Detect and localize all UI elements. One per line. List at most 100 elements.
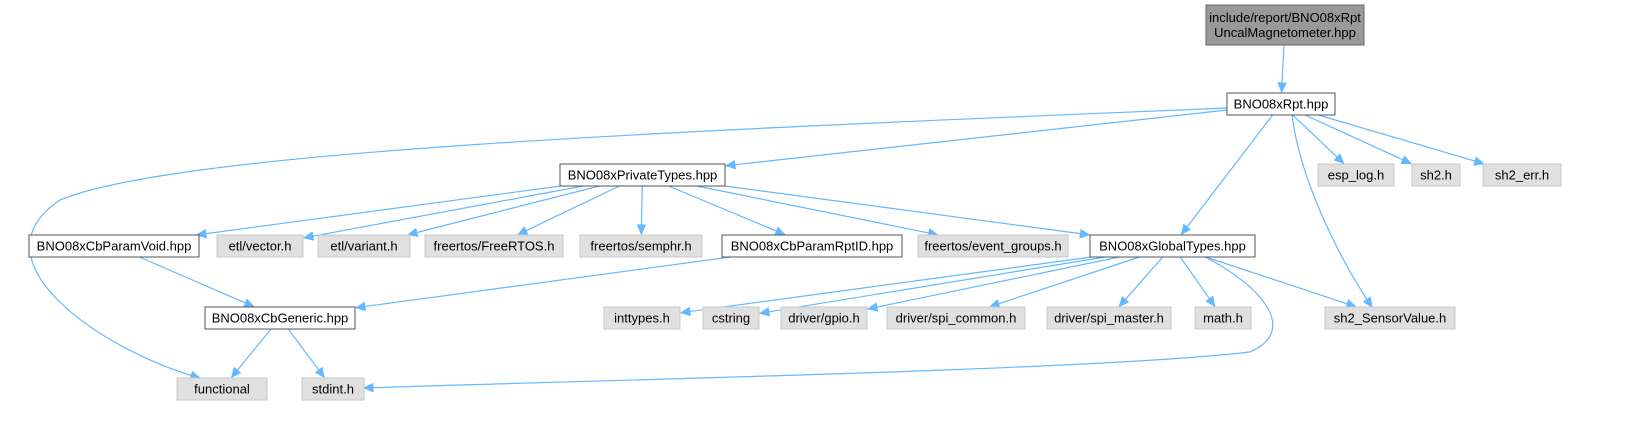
node-sh2err-box bbox=[1482, 163, 1562, 187]
node-private-label: BNO08xPrivateTypes.hpp bbox=[568, 168, 718, 183]
edge-private-to-etlvector bbox=[303, 185, 584, 239]
edge-global-to-inttypes bbox=[680, 256, 1092, 314]
edge-rpt-to-global bbox=[1181, 114, 1274, 235]
edge-paramvoid-to-cbgeneric-arrowhead bbox=[243, 298, 255, 308]
node-freertos: freertos/FreeRTOS.h bbox=[424, 234, 564, 258]
node-etlvector-label: etl/vector.h bbox=[229, 239, 292, 254]
node-stdint-label: stdint.h bbox=[312, 382, 354, 397]
edge-cbgeneric-to-stdint-arrowhead bbox=[314, 366, 325, 379]
node-sensorvalue-label: sh2_SensorValue.h bbox=[1334, 311, 1447, 326]
node-sensorvalue-box bbox=[1324, 306, 1456, 330]
node-gpio-box bbox=[780, 306, 868, 330]
edge-root-to-rpt-arrowhead bbox=[1277, 82, 1287, 94]
edge-rpt-to-sh2-arrowhead bbox=[1400, 155, 1413, 165]
node-sensorvalue: sh2_SensorValue.h bbox=[1324, 306, 1456, 330]
node-rpt[interactable]: BNO08xRpt.hpp bbox=[1226, 92, 1336, 116]
node-root-box bbox=[1205, 4, 1365, 46]
node-paramvoid-box[interactable] bbox=[28, 234, 200, 258]
node-gpio-label: driver/gpio.h bbox=[788, 311, 860, 326]
node-stdint-box bbox=[301, 377, 365, 401]
node-math-label: math.h bbox=[1203, 311, 1243, 326]
edge-rpt-to-sensorvalue bbox=[1291, 114, 1373, 308]
edge-private-to-etlvariant bbox=[407, 185, 600, 236]
node-cbgeneric[interactable]: BNO08xCbGeneric.hpp bbox=[204, 306, 356, 330]
edge-global-to-inttypes-arrowhead bbox=[679, 306, 692, 317]
node-stdint: stdint.h bbox=[301, 377, 365, 401]
node-esplog-label: esp_log.h bbox=[1328, 168, 1384, 183]
edge-cbgeneric-to-functional bbox=[231, 328, 272, 378]
node-functional-label: functional bbox=[194, 382, 250, 397]
edge-global-to-math-arrowhead bbox=[1205, 295, 1216, 308]
edge-private-to-paramrptid-arrowhead bbox=[774, 226, 786, 236]
node-sh2err: sh2_err.h bbox=[1482, 163, 1562, 187]
node-semphr-label: freertos/semphr.h bbox=[590, 239, 691, 254]
node-sh2-box bbox=[1411, 163, 1461, 187]
node-eventgroups-box bbox=[917, 234, 1069, 258]
edge-rpt-to-private bbox=[725, 109, 1228, 167]
node-cbgeneric-box[interactable] bbox=[204, 306, 356, 330]
node-functional: functional bbox=[176, 377, 268, 401]
node-spicommon-box bbox=[886, 306, 1026, 330]
node-etlvector-box bbox=[216, 234, 304, 258]
node-spicommon: driver/spi_common.h bbox=[886, 306, 1026, 330]
edge-global-to-math bbox=[1179, 256, 1216, 307]
node-freertos-box bbox=[424, 234, 564, 258]
edge-private-to-paramvoid-arrowhead bbox=[195, 228, 207, 239]
nodes-layer: include/report/BNO08xRptUncalMagnetomete… bbox=[28, 4, 1562, 401]
node-cstring-box bbox=[702, 306, 760, 330]
node-semphr-box bbox=[579, 234, 703, 258]
edge-private-to-eventgroups bbox=[696, 185, 938, 236]
node-etlvariant-label: etl/variant.h bbox=[330, 239, 397, 254]
edge-rpt-to-esplog-arrowhead bbox=[1333, 153, 1345, 165]
node-eventgroups: freertos/event_groups.h bbox=[917, 234, 1069, 258]
node-cstring-label: cstring bbox=[712, 311, 750, 326]
node-inttypes-label: inttypes.h bbox=[614, 311, 670, 326]
node-inttypes-box bbox=[603, 306, 681, 330]
node-private[interactable]: BNO08xPrivateTypes.hpp bbox=[559, 163, 726, 187]
edge-global-to-cstring-arrowhead bbox=[758, 307, 771, 317]
node-root-label: UncalMagnetometer.hpp bbox=[1214, 25, 1356, 40]
node-esplog-box bbox=[1317, 163, 1395, 187]
edge-private-to-paramvoid bbox=[196, 185, 561, 236]
node-math-box bbox=[1194, 306, 1252, 330]
node-private-box[interactable] bbox=[559, 163, 726, 187]
edge-global-to-spimaster bbox=[1118, 256, 1164, 307]
node-gpio: driver/gpio.h bbox=[780, 306, 868, 330]
edge-global-to-cstring bbox=[759, 256, 1106, 314]
node-math: math.h bbox=[1194, 306, 1252, 330]
edge-global-to-spicommon bbox=[989, 256, 1140, 308]
edge-rpt-to-private-arrowhead bbox=[724, 159, 736, 170]
node-paramvoid[interactable]: BNO08xCbParamVoid.hpp bbox=[28, 234, 200, 258]
edge-cbgeneric-to-stdint bbox=[287, 328, 325, 378]
node-global-box[interactable] bbox=[1089, 234, 1256, 258]
edge-global-to-stdint-arrowhead bbox=[362, 382, 374, 393]
node-rpt-label: BNO08xRpt.hpp bbox=[1234, 97, 1329, 112]
node-paramrptid-label: BNO08xCbParamRptID.hpp bbox=[731, 239, 894, 254]
edge-global-to-gpio bbox=[867, 256, 1120, 310]
edge-global-to-spimaster-arrowhead bbox=[1118, 295, 1130, 308]
node-paramrptid[interactable]: BNO08xCbParamRptID.hpp bbox=[721, 234, 903, 258]
node-global[interactable]: BNO08xGlobalTypes.hpp bbox=[1089, 234, 1256, 258]
node-paramrptid-box[interactable] bbox=[721, 234, 903, 258]
edge-private-to-freertos-arrowhead bbox=[516, 226, 529, 236]
edge-private-to-global-arrowhead bbox=[1079, 228, 1091, 239]
node-sh2: sh2.h bbox=[1411, 163, 1461, 187]
edge-cbgeneric-to-functional-arrowhead bbox=[230, 366, 242, 379]
edge-private-to-semphr-arrowhead bbox=[636, 224, 647, 236]
node-esplog: esp_log.h bbox=[1317, 163, 1395, 187]
node-rpt-box[interactable] bbox=[1226, 92, 1336, 116]
edge-paramrptid-to-cbgeneric-arrowhead bbox=[354, 301, 367, 312]
node-etlvariant: etl/variant.h bbox=[317, 234, 411, 258]
node-global-label: BNO08xGlobalTypes.hpp bbox=[1099, 239, 1246, 254]
node-sh2-label: sh2.h bbox=[1420, 168, 1452, 183]
edge-paramvoid-to-cbgeneric bbox=[139, 256, 254, 308]
node-etlvector: etl/vector.h bbox=[216, 234, 304, 258]
edges-layer bbox=[29, 44, 1485, 393]
node-functional-box bbox=[176, 377, 268, 401]
edge-private-to-freertos bbox=[517, 185, 620, 236]
edge-global-to-sensorvalue bbox=[1205, 256, 1357, 308]
node-spicommon-label: driver/spi_common.h bbox=[896, 311, 1017, 326]
edge-rpt-to-esplog bbox=[1292, 114, 1345, 164]
edge-rpt-to-sensorvalue-arrowhead bbox=[1362, 296, 1373, 309]
edge-private-to-paramrptid bbox=[668, 185, 786, 236]
